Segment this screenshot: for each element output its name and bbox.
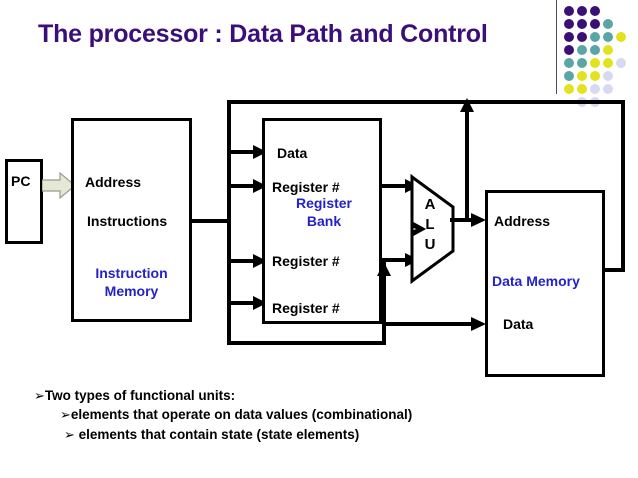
bullet-text-1: Two types of functional units: (44, 388, 236, 403)
alu-letter-l: L (425, 216, 435, 233)
decoration-dot (577, 71, 587, 81)
data-memory-port-data: Data (503, 316, 534, 332)
instruction-memory-box (71, 118, 192, 322)
bullet-list: ➢Two types of functional units: ➢element… (34, 386, 624, 444)
data-memory-port-address: Address (494, 213, 551, 229)
data-memory-writeback-stub (603, 268, 625, 272)
regbank-branch-arrowhead-4 (253, 296, 267, 310)
data-memory-title: Data Memory (492, 273, 580, 289)
register-bank-title-line2: Bank (306, 213, 342, 229)
bullet-item-2: ➢elements that operate on data values (c… (60, 405, 624, 424)
bullet-text-2: elements that operate on data values (co… (70, 407, 413, 423)
bullet-marker-icon: ➢ (34, 388, 45, 403)
alu-to-top-bus-arrowhead (460, 98, 474, 112)
instruction-memory-title-line2: Memory (104, 283, 159, 299)
pc-label: PC (11, 173, 31, 189)
decoration-dot (590, 6, 600, 16)
decoration-dot (590, 45, 600, 55)
regbank-branch-arrowhead-2 (253, 179, 267, 193)
alu-to-address-arrowhead (471, 213, 486, 227)
decoration-dot (603, 19, 613, 29)
register-bank-writeback-riser (382, 258, 386, 345)
register-bank-port-register-1: Register # (272, 179, 340, 195)
regbank-to-alu-wire-lower (382, 258, 408, 262)
decoration-dot (564, 45, 574, 55)
regbank-branch-wire-3 (231, 259, 256, 263)
regbank-branch-wire-1 (231, 150, 256, 154)
bullet-item-3: ➢ elements that contain state (state ele… (64, 425, 624, 444)
alu-shape (410, 174, 455, 284)
pc-to-address-arrow (42, 171, 76, 200)
decoration-dot (603, 71, 613, 81)
bullet-marker-icon: ➢ (64, 426, 75, 442)
register-bank-port-register-2: Register # (272, 253, 340, 269)
bullet-text-3: elements that contain state (state eleme… (74, 426, 360, 442)
alu-letter-u: U (424, 236, 436, 253)
regbank-to-alu-wire-upper (382, 184, 408, 188)
decoration-dot (577, 32, 587, 42)
instruction-memory-title-line1: Instruction (95, 265, 168, 281)
instruction-memory-port-instructions: Instructions (87, 213, 168, 229)
data-memory-box (485, 190, 605, 377)
decoration-dot (590, 58, 600, 68)
instruction-bus-bottom (227, 341, 386, 345)
decoration-dot (564, 32, 574, 42)
decoration-dot (564, 71, 574, 81)
register-bank-writeback-arrowhead (377, 262, 391, 276)
top-bus-right-vertical (621, 100, 625, 272)
decoration-dot (590, 19, 600, 29)
bullet-item-1: ➢Two types of functional units: (34, 386, 624, 405)
decoration-dot (577, 45, 587, 55)
decoration-dot (564, 84, 574, 94)
decoration-dot (590, 71, 600, 81)
decoration-dot (564, 6, 574, 16)
bullet-marker-icon: ➢ (60, 407, 71, 423)
regbank-branch-wire-4 (231, 301, 256, 305)
decoration-dot (603, 45, 613, 55)
instructions-output-wire (190, 219, 230, 223)
decoration-dot (577, 84, 587, 94)
decoration-dot (564, 58, 574, 68)
regbank-branch-arrowhead-3 (253, 254, 267, 268)
pc-box (5, 159, 43, 244)
decoration-dot (603, 32, 613, 42)
regbank-branch-arrowhead-1 (253, 145, 267, 159)
decoration-dot (577, 19, 587, 29)
decoration-dot (590, 84, 600, 94)
register-bank-port-register-3: Register # (272, 300, 340, 316)
regbank-to-datamemory-data-wire (386, 322, 480, 326)
top-bus-horizontal (227, 100, 625, 104)
register-bank-box (262, 118, 382, 324)
decoration-dot (603, 84, 613, 94)
regbank-branch-wire-2 (231, 184, 256, 188)
decoration-divider-line (556, 0, 557, 94)
decoration-dot (577, 58, 587, 68)
register-bank-port-data: Data (277, 145, 308, 161)
decoration-dot (603, 58, 613, 68)
alu-letter-a: A (424, 196, 436, 213)
datamemory-data-arrowhead (471, 317, 486, 331)
decoration-dot (590, 32, 600, 42)
decoration-dot (616, 58, 626, 68)
alu-to-top-bus-vertical (465, 106, 469, 220)
decoration-dot (577, 6, 587, 16)
instruction-memory-port-address: Address (85, 174, 142, 190)
page-title: The processor : Data Path and Control (38, 20, 488, 48)
decoration-dot (564, 19, 574, 29)
decoration-dot (616, 32, 626, 42)
alu-output-wire (450, 218, 480, 222)
register-bank-title-line1: Register (295, 195, 353, 211)
